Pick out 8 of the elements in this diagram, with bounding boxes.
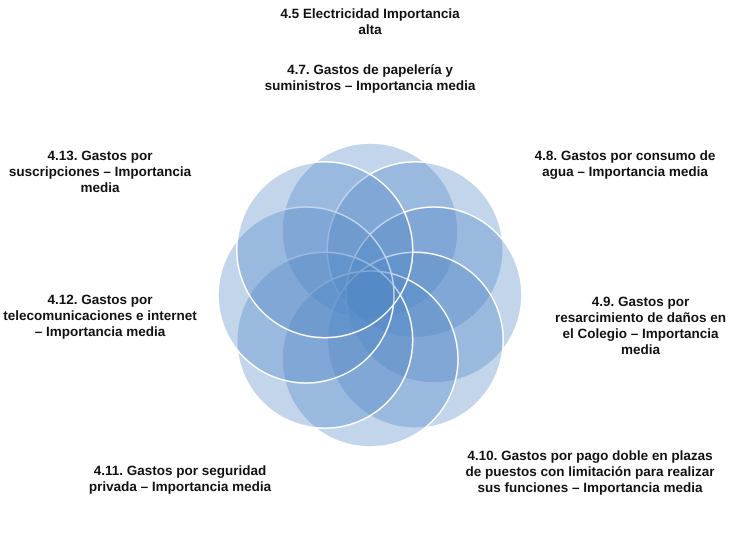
category-label: 4.13. Gastos por suscripciones – Importancia media [8,148,192,196]
category-label: 4.7. Gastos de papelería y suministros – Importancia media [264,62,476,94]
category-label: 4.9. Gastos por resarcimiento de daños en el Colegio – Importancia media [554,294,728,358]
category-label: 4.11. Gastos por seguridad privada – Importancia media [88,463,272,495]
category-label: 4.5 Electricidad Importancia alta [279,6,461,38]
category-label: 4.10. Gastos por pago doble en plazas de puestos con limitación para realizar sus funciones – Importancia media [465,448,715,496]
category-label: 4.12. Gastos por telecomunicaciones e internet – Importancia media [2,292,198,340]
category-label: 4.8. Gastos por consumo de agua – Importancia media [534,148,716,180]
